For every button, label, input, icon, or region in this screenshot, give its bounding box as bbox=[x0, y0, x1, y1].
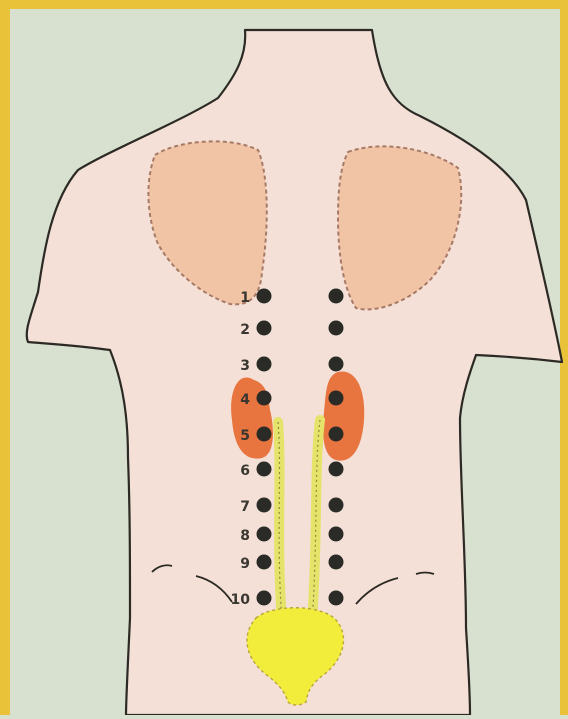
point-left-9 bbox=[257, 555, 272, 570]
point-right-8 bbox=[329, 527, 344, 542]
point-left-1 bbox=[257, 289, 272, 304]
point-label-6: 6 bbox=[240, 463, 250, 479]
point-right-4 bbox=[329, 391, 344, 406]
point-label-5: 5 bbox=[240, 428, 250, 444]
point-label-9: 9 bbox=[240, 556, 250, 572]
point-left-4 bbox=[257, 391, 272, 406]
point-left-3 bbox=[257, 357, 272, 372]
point-label-3: 3 bbox=[240, 358, 250, 374]
point-right-3 bbox=[329, 357, 344, 372]
point-right-10 bbox=[329, 591, 344, 606]
point-label-2: 2 bbox=[240, 322, 250, 338]
point-right-7 bbox=[329, 498, 344, 513]
point-label-1: 1 bbox=[240, 290, 250, 306]
point-left-5 bbox=[257, 427, 272, 442]
point-label-4: 4 bbox=[240, 392, 250, 408]
point-label-8: 8 bbox=[240, 528, 250, 544]
point-left-2 bbox=[257, 321, 272, 336]
point-label-10: 10 bbox=[231, 592, 251, 608]
point-left-6 bbox=[257, 462, 272, 477]
point-right-2 bbox=[329, 321, 344, 336]
point-left-10 bbox=[257, 591, 272, 606]
point-left-8 bbox=[257, 527, 272, 542]
point-label-7: 7 bbox=[240, 499, 250, 515]
point-right-1 bbox=[329, 289, 344, 304]
point-left-7 bbox=[257, 498, 272, 513]
point-right-9 bbox=[329, 555, 344, 570]
point-right-6 bbox=[329, 462, 344, 477]
point-right-5 bbox=[329, 427, 344, 442]
